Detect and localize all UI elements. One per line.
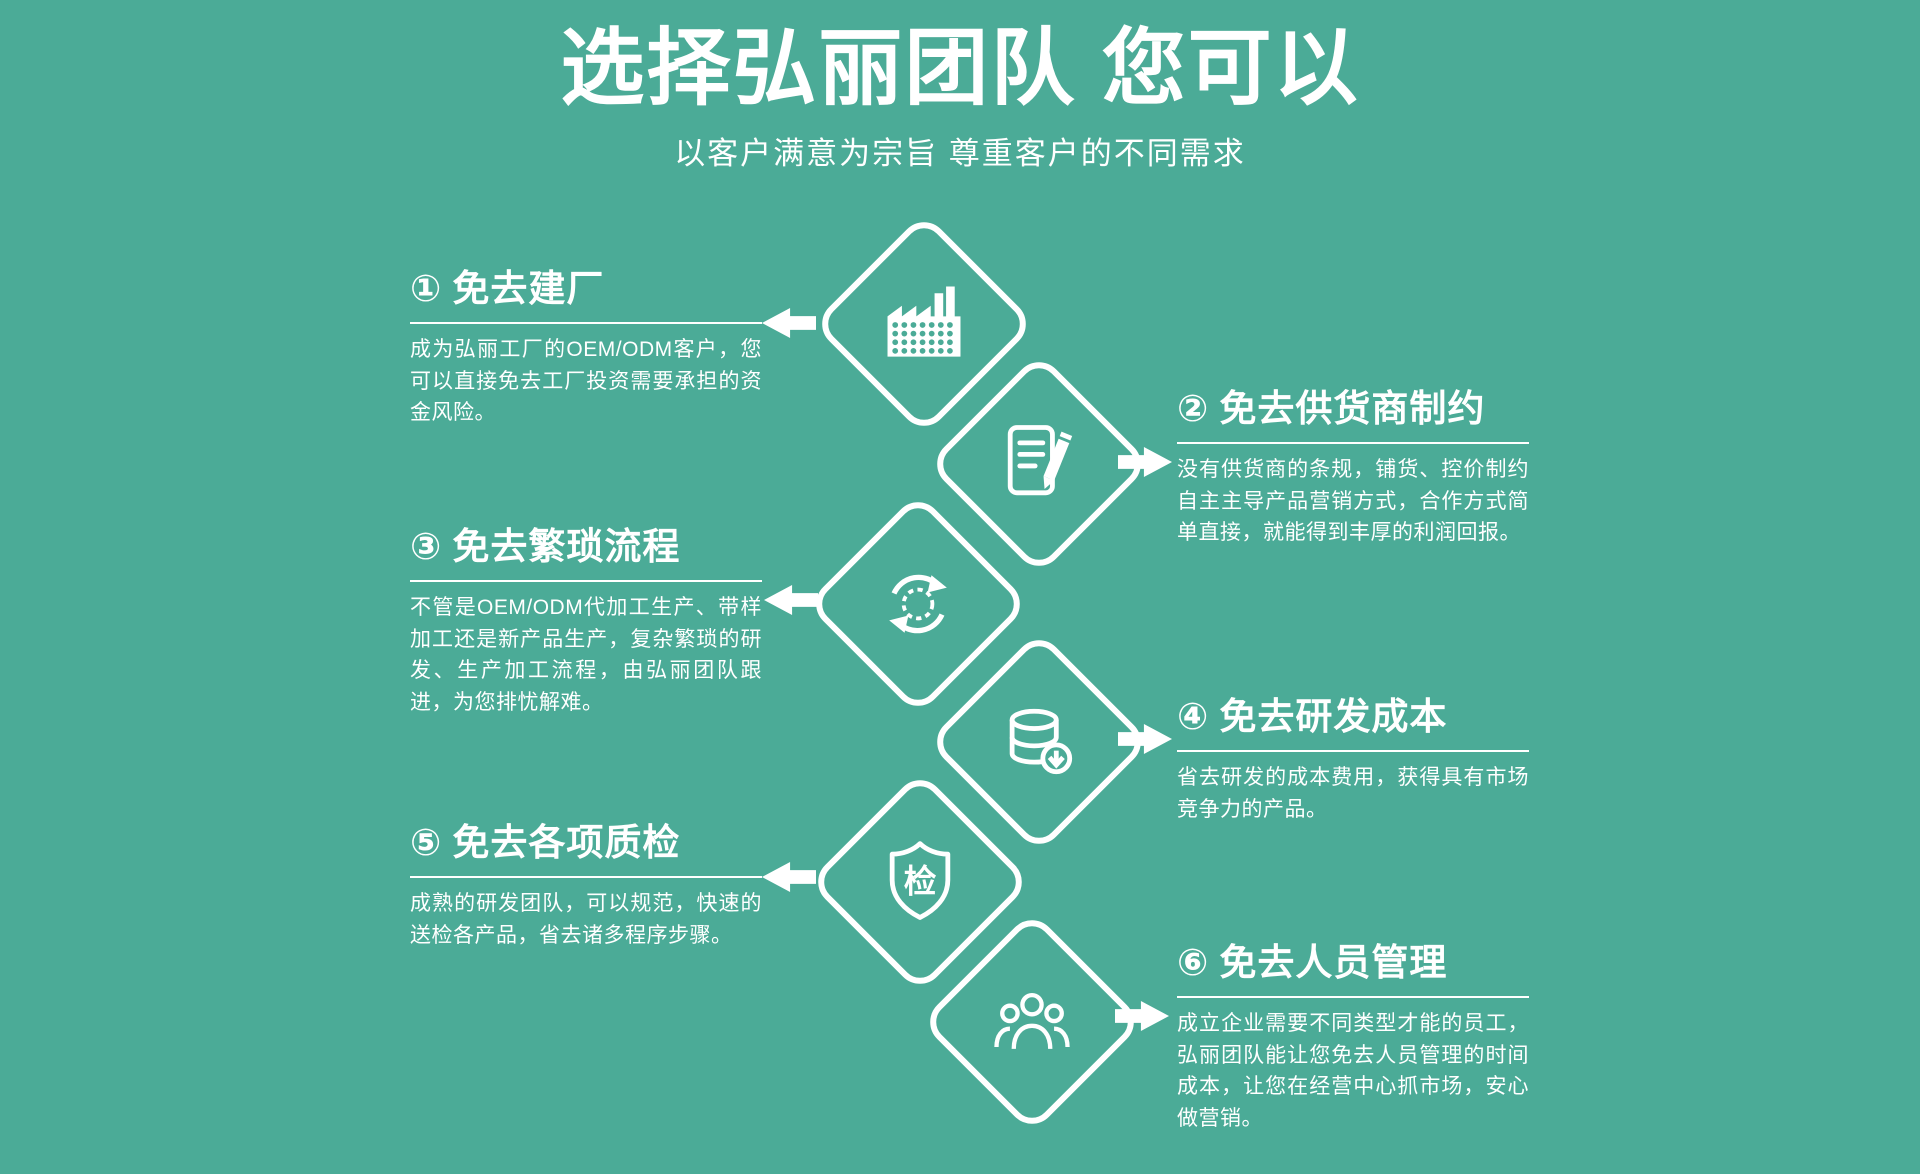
item-body-6: 成立企业需要不同类型才能的员工，弘丽团队能让您免去人员管理的时间成本，让您在经营… <box>1177 1012 1529 1130</box>
item-number-1: ① <box>410 268 443 309</box>
header: 选择弘丽团队 您可以 以客户满意为宗旨 尊重客户的不同需求 <box>0 22 1920 173</box>
item-number-3: ③ <box>410 526 443 567</box>
factory-icon <box>876 276 972 372</box>
arrow-item-1 <box>762 308 816 338</box>
item-body-3: 不管是OEM/ODM代加工生产、带样加工还是新产品生产，复杂繁琐的研发、生产加工… <box>410 596 762 714</box>
item-body-2: 没有供货商的条规，铺货、控价制约自主主导产品营销方式，合作方式简单直接，就能得到… <box>1177 458 1529 544</box>
item-title-3: 免去繁琐流程 <box>452 526 681 567</box>
item-title-6: 免去人员管理 <box>1219 942 1448 983</box>
item-body-4: 省去研发的成本费用，获得具有市场竞争力的产品。 <box>1177 766 1529 821</box>
shield-glyph: 检 <box>904 863 937 900</box>
item-number-4: ④ <box>1177 696 1210 737</box>
arrow-item-5 <box>762 862 816 892</box>
item-title-2: 免去供货商制约 <box>1219 388 1486 429</box>
item-title-4: 免去研发成本 <box>1219 696 1448 737</box>
cycle-arrows-icon <box>870 556 966 652</box>
item-number-5: ⑤ <box>410 822 443 863</box>
arrow-item-3 <box>764 585 818 615</box>
item-number-6: ⑥ <box>1177 942 1210 983</box>
document-edit-icon <box>991 416 1087 512</box>
page-title: 选择弘丽团队 您可以 <box>560 21 1360 115</box>
item-body-1: 成为弘丽工厂的OEM/ODM客户，您可以直接免去工厂投资需要承担的资金风险。 <box>410 338 762 424</box>
team-icon <box>984 974 1080 1070</box>
shield-inspection-icon: 检 <box>872 834 968 930</box>
item-title-5: 免去各项质检 <box>452 822 681 863</box>
page-subtitle: 以客户满意为宗旨 尊重客户的不同需求 <box>674 136 1246 172</box>
item-body-5: 成熟的研发团队，可以规范，快速的送检各产品，省去诸多程序步骤。 <box>410 892 762 947</box>
database-download-icon <box>991 694 1087 790</box>
item-number-2: ② <box>1177 388 1210 429</box>
item-title-1: 免去建厂 <box>452 268 605 309</box>
